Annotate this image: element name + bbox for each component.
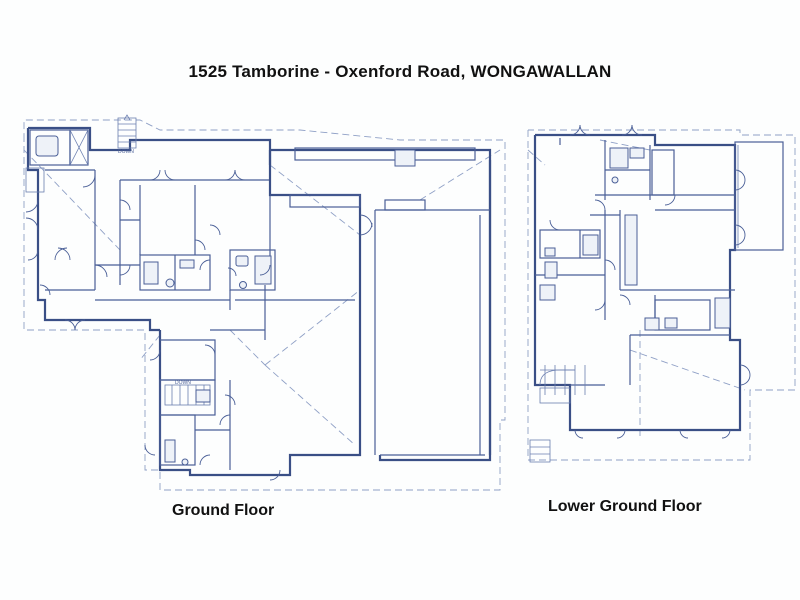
ground-floor-plan: DOWN DOWN [23, 114, 506, 491]
lower-doors [549, 124, 751, 439]
lower-stair [539, 365, 586, 404]
ground-doors [25, 169, 373, 481]
ground-floor-caption: Ground Floor [172, 502, 275, 519]
lower-ground-floor-plan [527, 124, 796, 463]
property-address-title: 1525 Tamborine - Oxenford Road, WONGAWAL… [188, 62, 612, 81]
lower-walls [529, 133, 784, 463]
lower-ground-floor-caption: Lower Ground Floor [548, 498, 702, 515]
ground-roof-outline [23, 119, 506, 491]
ground-fixtures [143, 255, 272, 466]
ground-ensuite [25, 129, 89, 193]
ground-down-note-top: DOWN [118, 149, 134, 155]
lower-roof-outline [527, 129, 796, 461]
lower-fixtures [539, 147, 731, 331]
ground-down-note-stair: DOWN [175, 380, 191, 386]
ground-walls [26, 114, 492, 477]
